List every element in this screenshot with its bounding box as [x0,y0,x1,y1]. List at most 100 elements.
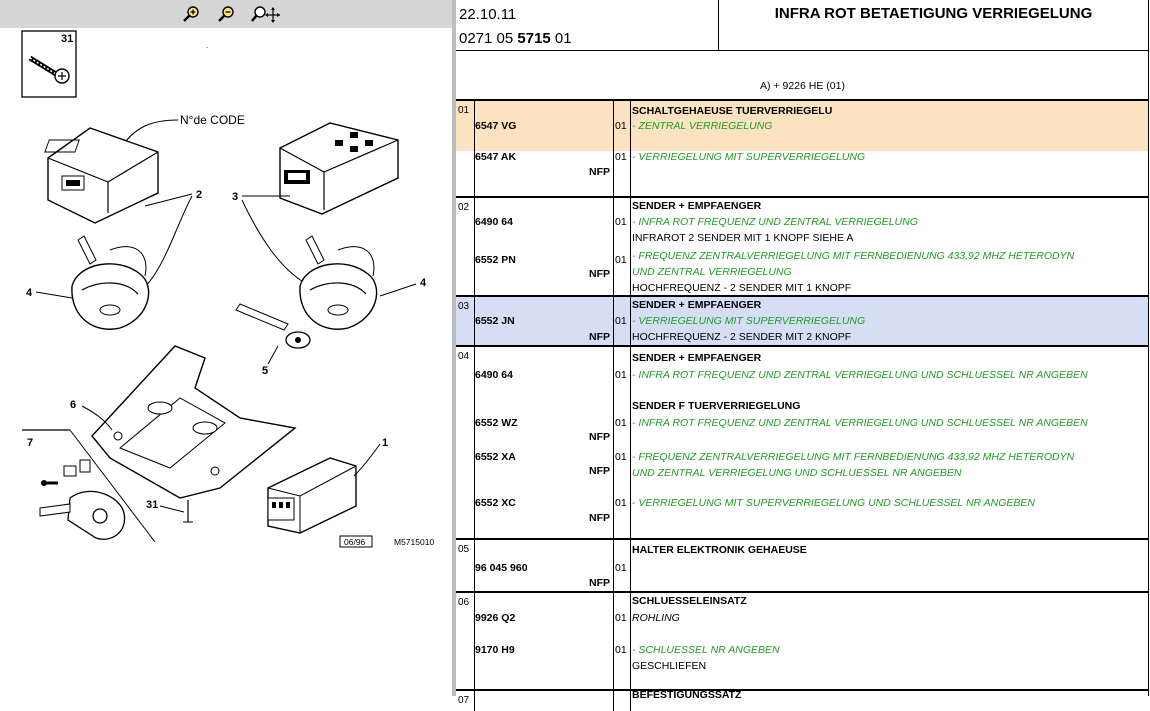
part-description: - INFRA ROT FREQUENZ UND ZENTRAL VERRIEG… [632,369,1088,381]
zoom-in-icon[interactable] [181,4,203,24]
remote-transmitter-left [71,235,150,330]
quantity: 01 [615,216,627,228]
part-number[interactable]: 6490 64 [475,369,513,381]
part-description: - VERRIEGELUNG MIT SUPERVERRIEGELUNG [632,151,866,163]
zoom-out-icon[interactable] [216,4,238,24]
callout-31-bottom: 31 [146,499,158,511]
callout-5: 6 [70,399,76,411]
callout-4-left: 4 [26,287,33,299]
section-number: 01 [458,105,470,116]
part-number[interactable]: 9926 Q2 [475,612,516,624]
section-number: 06 [458,597,470,608]
section-title: HALTER ELEKTRONIK GEHAEUSE [632,544,807,556]
section-02: 02 SENDER + EMPFAENGER 6490 64 01 - INFRA RO… [456,196,1149,297]
part-number[interactable]: 6552 WZ [475,417,518,429]
screw-illustration [21,30,77,98]
part-description: - INFRA ROT FREQUENZ UND ZENTRAL VERRIEG… [632,417,1088,429]
part-description: UND ZENTRAL VERRIEGELUNG [632,266,792,278]
part-number[interactable]: 6547 VG [475,120,517,132]
part-description: - VERRIEGELUNG MIT SUPERVERRIEGELUNG [632,315,866,327]
zoom-pan-icon[interactable] [250,4,280,24]
part-number[interactable]: 6552 JN [475,315,515,327]
nfp-flag: NFP [589,268,610,280]
key-illustration [235,303,311,349]
diagram-ref: M5715010 [394,537,434,547]
part-number[interactable]: 6552 PN [475,254,516,266]
section-01: 01 SCHALTGEHAEUSE TUERVERRIEGELU 6547 VG 01… [456,99,1149,198]
quantity: 01 [615,417,627,429]
section-number: 02 [458,202,470,213]
part-number[interactable]: 96 045 960 [475,562,528,574]
callout-1: 1 [382,437,388,449]
part-number[interactable]: 9170 H9 [475,644,515,656]
nfp-flag: NFP [589,577,610,589]
part-description: - FREQUENZ ZENTRALVERRIEGELUNG MIT FERNB… [632,451,1075,463]
section-number: 07 [458,695,470,706]
section-title: SENDER + EMPFAENGER [632,352,762,364]
section-title: BEFESTIGUNGSSATZ [632,689,742,701]
quantity: 01 [615,612,627,624]
quantity: 01 [615,644,627,656]
part-description: GESCHLIEFEN [632,660,707,672]
exploded-parts-diagram: 31 . N°de CODE 2 3 [21,30,434,548]
quantity: 01 [615,497,627,509]
section-number: 04 [458,351,470,362]
panel-divider[interactable] [452,0,456,696]
section-06: 06 SCHLUESSELEINSATZ 9926 Q2 01 ROHLING 9170 … [456,591,1149,691]
section-title: SCHALTGEHAEUSE TUERVERRIEGELU [632,105,833,117]
quantity: 01 [615,120,627,132]
callout-4-right: 4 [420,277,427,289]
left-panel: 31 . N°de CODE 2 3 [0,0,452,696]
section-04: 04 SENDER + EMPFAENGER SENDER F TUERVERRIE… [456,345,1149,540]
remote-transmitter-right [299,235,378,330]
part-description: - FREQUENZ ZENTRALVERRIEGELUNG MIT FERNB… [632,250,1075,262]
control-unit-right [279,122,399,215]
part-description: UND ZENTRAL VERRIEGELUNG UND SCHLUESSEL … [632,467,962,479]
part-number[interactable]: 6547 AK [475,151,517,163]
part-description: INFRAROT 2 SENDER MIT 1 KNOPF SIEHE A [632,232,854,244]
callout-6: 5 [262,365,268,377]
lock-cylinder-illustration [39,459,126,540]
section-number: 05 [458,544,470,555]
part-description: HOCHFREQUENZ - 2 SENDER MIT 2 KNOPF [632,331,852,343]
quantity: 01 [615,451,627,463]
part-number[interactable]: 6552 XC [475,497,516,509]
section-title: SENDER + EMPFAENGER [632,299,762,311]
nfp-flag: NFP [589,431,610,443]
nfp-flag: NFP [589,465,610,477]
quantity: 01 [615,151,627,163]
nfp-flag: NFP [589,166,610,178]
part-description: - ZENTRAL VERRIEGELUNG [632,120,773,132]
header-subtitle: A) + 9226 HE (01) [760,80,845,92]
part-description: - SCHLUESSEL NR ANGEBEN [632,644,780,656]
part-description: ROHLING [632,612,680,624]
callout-2: 2 [196,189,202,201]
section-highlight [456,297,1149,347]
part-description: - INFRA ROT FREQUENZ UND ZENTRAL VERRIEG… [632,216,918,228]
callout-3: 3 [232,191,238,203]
header-ref: 0271 05 5715 01 [459,30,572,47]
parts-list-panel: 22.10.11 0271 05 5715 01 INFRA ROT BETAE… [456,0,1150,711]
section-subtitle: SENDER F TUERVERRIEGELUNG [632,400,801,412]
part-description: HOCHFREQUENZ - 2 SENDER MIT 1 KNOPF [632,282,852,294]
section-highlight [456,101,1149,151]
nfp-flag: NFP [589,331,610,343]
part-number[interactable]: 6552 XA [475,451,516,463]
diagram-date: 06/96 [344,537,366,547]
zoom-toolbar [0,0,452,28]
section-title: SENDER + EMPFAENGER [632,200,762,212]
part-number[interactable]: 6490 64 [475,216,513,228]
section-title: SCHLUESSELEINSATZ [632,595,747,607]
control-unit-left [44,127,159,224]
section-07: 07 BEFESTIGUNGSSATZ [456,689,1149,711]
bracket-illustration [91,345,297,499]
quantity: 01 [615,369,627,381]
callout-7: 7 [27,437,33,449]
code-label: N°de CODE [180,113,245,127]
header-date: 22.10.11 [459,6,517,23]
callout-31-top: 31 [61,33,73,45]
nfp-flag: NFP [589,512,610,524]
svg-text:.: . [206,41,208,50]
